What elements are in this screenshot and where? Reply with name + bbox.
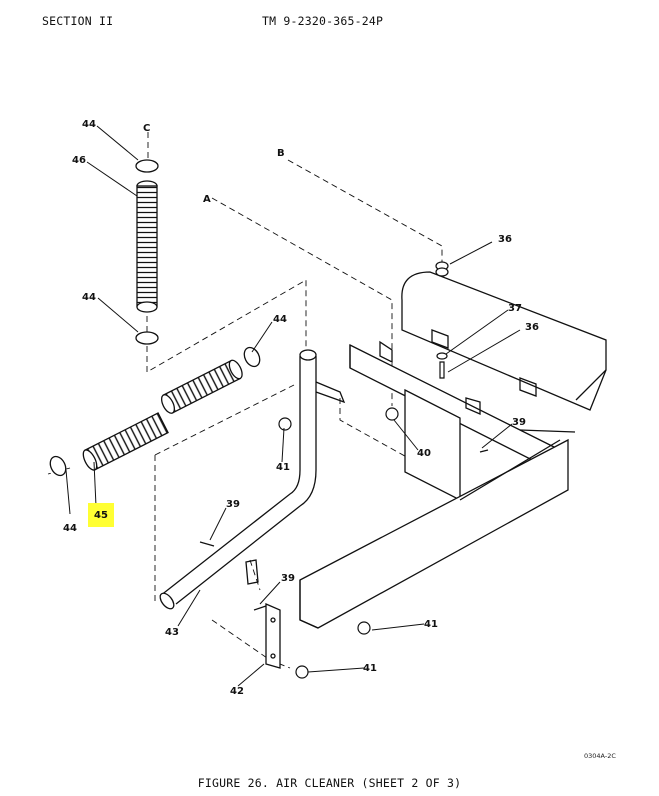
callout-42: 42: [230, 686, 244, 697]
callout-46: 46: [72, 155, 86, 166]
figure-caption: FIGURE 26. AIR CLEANER (SHEET 2 OF 3): [197, 776, 462, 790]
callout-45: 45: [94, 510, 108, 521]
callout-44-bottom: 44: [63, 523, 77, 534]
figure-code: 0304A-2C: [584, 752, 616, 760]
callout-36-mid: 36: [525, 322, 539, 333]
callout-36-top: 36: [498, 234, 512, 245]
bracket-42: [265, 603, 281, 669]
callout-44-top: 44: [82, 119, 96, 130]
hardware: [199, 261, 489, 679]
callout-44-right: 44: [273, 314, 287, 325]
callout-43: 43: [165, 627, 179, 638]
callout-40: 40: [417, 448, 431, 459]
item-45-highlight: [88, 503, 114, 527]
callout-39-right: 39: [512, 417, 526, 428]
frame-assembly: [299, 271, 607, 629]
leader-lines: [65, 125, 521, 687]
hose-assembly-45: [49, 346, 261, 477]
callout-44-middle: 44: [82, 292, 96, 303]
callout-37: 37: [508, 303, 522, 314]
ref-letter-c: C: [143, 123, 150, 134]
ref-letter-a: A: [203, 194, 211, 205]
callout-41-bottom: 41: [363, 663, 377, 674]
callout-41-left: 41: [276, 462, 290, 473]
intake-tube-43: [159, 349, 346, 610]
callout-41-mid: 41: [424, 619, 438, 630]
callout-39-lower: 39: [281, 573, 295, 584]
vertical-hose-46: [135, 159, 159, 345]
callout-39-center: 39: [226, 499, 240, 510]
section-label: SECTION II: [42, 14, 114, 28]
ref-letter-b: B: [277, 148, 285, 159]
tm-number: TM 9-2320-365-24P: [262, 14, 384, 28]
dashed-reference-lines: [47, 132, 443, 669]
